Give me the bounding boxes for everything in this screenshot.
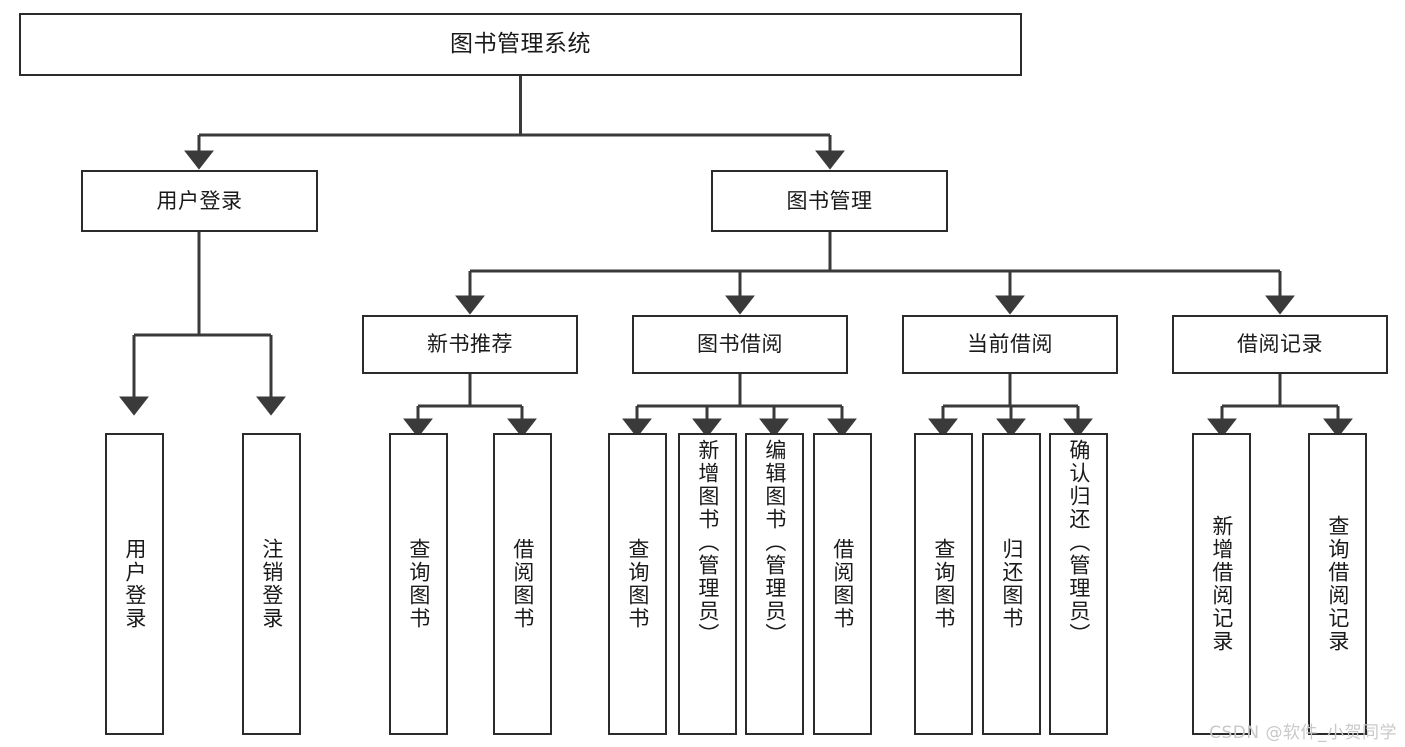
node-root-book-management-system[interactable]: 图书管理系统 [19,13,1022,76]
node-label: 新增图书（管理员） [695,439,720,646]
node-label: 借阅记录 [1237,332,1323,356]
node-user-login[interactable]: 用户登录 [81,170,318,232]
leaf-add-book-admin[interactable]: 新增图书（管理员） [678,433,737,735]
leaf-logout-login[interactable]: 注销登录 [242,433,301,735]
node-label: 图书管理 [786,188,873,213]
node-label: 用户登录 [156,188,243,213]
node-borrow-record[interactable]: 借阅记录 [1172,315,1388,374]
node-label: 图书管理系统 [450,31,591,57]
leaf-query-book-current[interactable]: 查询图书 [914,433,973,735]
leaf-user-login[interactable]: 用户登录 [105,433,164,735]
node-label: 确认归还（管理员） [1066,439,1091,646]
leaf-query-borrow-record[interactable]: 查询借阅记录 [1308,433,1367,735]
leaf-borrow-book[interactable]: 借阅图书 [813,433,872,735]
node-label: 借阅图书 [830,538,855,630]
leaf-confirm-return-admin[interactable]: 确认归还（管理员） [1049,433,1108,735]
node-label: 图书借阅 [697,332,783,356]
leaf-borrow-book-recommend[interactable]: 借阅图书 [493,433,552,735]
node-label: 新书推荐 [427,332,513,356]
node-book-management[interactable]: 图书管理 [711,170,948,232]
node-label: 用户登录 [122,538,147,630]
node-label: 当前借阅 [967,332,1053,356]
node-label: 查询图书 [406,538,431,630]
leaf-query-book-borrow[interactable]: 查询图书 [608,433,667,735]
node-new-book-recommend[interactable]: 新书推荐 [362,315,578,374]
leaf-query-book-recommend[interactable]: 查询图书 [389,433,448,735]
node-label: 查询图书 [931,538,956,630]
node-label: 注销登录 [259,538,284,630]
node-label: 归还图书 [999,538,1024,630]
node-label: 查询图书 [625,538,650,630]
node-label: 编辑图书（管理员） [762,439,787,646]
node-label: 借阅图书 [510,538,535,630]
leaf-edit-book-admin[interactable]: 编辑图书（管理员） [745,433,804,735]
node-label: 新增借阅记录 [1209,515,1234,653]
csdn-watermark: CSDN @软件_小贺同学 [1209,723,1397,743]
leaf-add-borrow-record[interactable]: 新增借阅记录 [1192,433,1251,735]
node-label: 查询借阅记录 [1325,515,1350,653]
node-book-borrow[interactable]: 图书借阅 [632,315,848,374]
leaf-return-book[interactable]: 归还图书 [982,433,1041,735]
node-current-borrow[interactable]: 当前借阅 [902,315,1118,374]
